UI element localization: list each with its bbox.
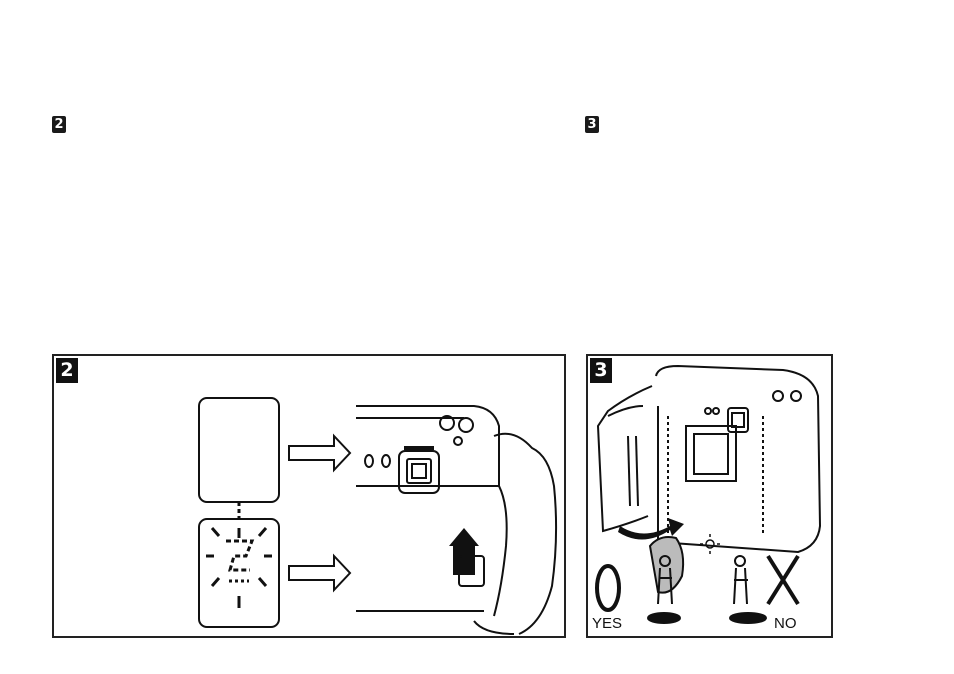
step-2-marker: 2 xyxy=(52,116,66,133)
step-3-marker: 3 xyxy=(585,116,599,133)
camera-top-icon xyxy=(356,406,556,634)
blinking-indicator-icon xyxy=(206,528,272,608)
figure-2-panel: 2 xyxy=(52,354,566,638)
yes-circle-icon xyxy=(597,566,619,610)
yes-label: YES xyxy=(592,615,622,632)
curved-arrow-icon xyxy=(618,518,684,540)
no-cross-icon xyxy=(768,556,798,604)
person-in-sun-icon xyxy=(730,556,766,623)
arrow-right-icon xyxy=(289,436,350,470)
camera-back-open-icon xyxy=(598,366,820,552)
no-label: NO xyxy=(774,615,797,632)
figure-3-panel: 3 xyxy=(586,354,833,638)
sun-icon xyxy=(700,534,720,554)
figure-2-illustration xyxy=(54,356,564,636)
person-in-shade-icon xyxy=(648,537,683,623)
display-blank xyxy=(199,398,279,502)
arrow-right-icon xyxy=(289,556,350,590)
figure-3-illustration: YES NO xyxy=(588,356,831,636)
